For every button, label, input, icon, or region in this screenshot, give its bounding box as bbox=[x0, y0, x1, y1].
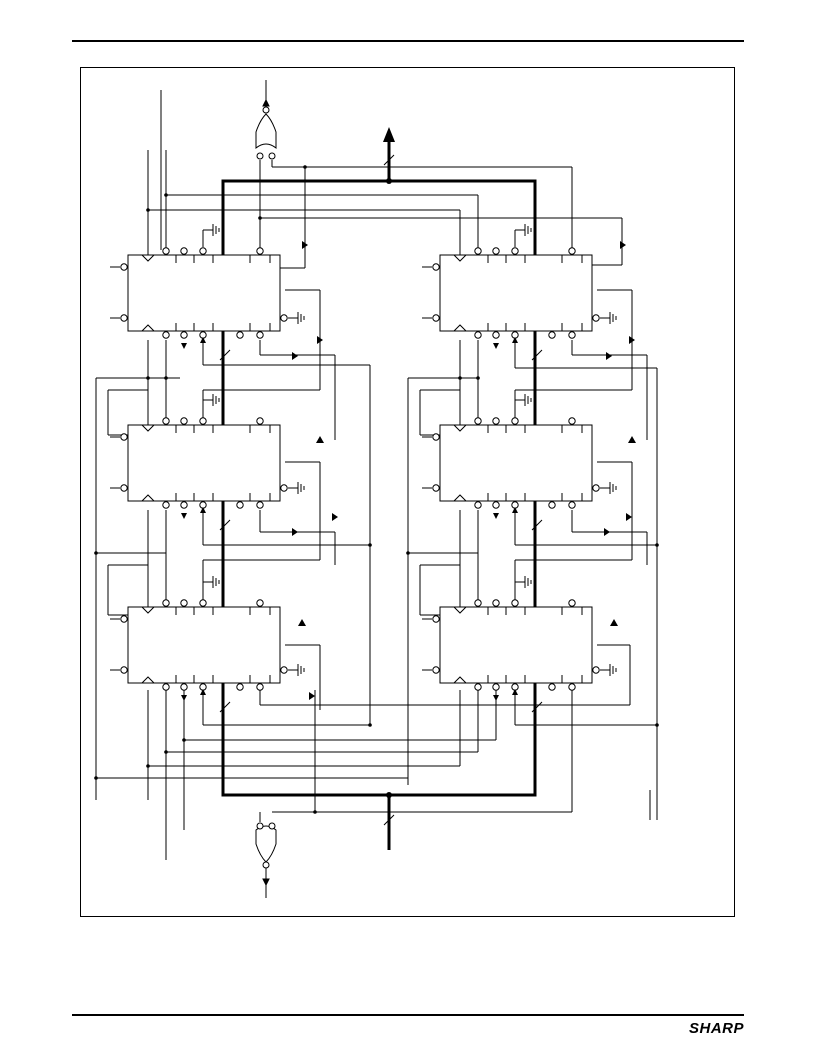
or-gate-icon bbox=[255, 98, 277, 160]
fifo-device bbox=[110, 399, 298, 531]
fifo-device bbox=[422, 581, 610, 713]
ground-icon bbox=[212, 224, 617, 676]
fifo-device bbox=[422, 229, 610, 361]
footer-rule bbox=[72, 1014, 744, 1016]
figure-frame bbox=[80, 67, 735, 917]
fifo-device bbox=[422, 399, 610, 531]
or-gate-icon bbox=[255, 822, 277, 887]
header-rule bbox=[72, 40, 744, 42]
fifo-devices bbox=[110, 229, 610, 713]
junction-dots bbox=[94, 165, 659, 814]
fifo-device bbox=[110, 229, 298, 361]
fifo-device bbox=[110, 581, 298, 713]
sharp-logo: SHARP bbox=[688, 1020, 744, 1037]
signal-arrowheads bbox=[292, 241, 636, 700]
bus-output-arrow bbox=[383, 127, 395, 826]
